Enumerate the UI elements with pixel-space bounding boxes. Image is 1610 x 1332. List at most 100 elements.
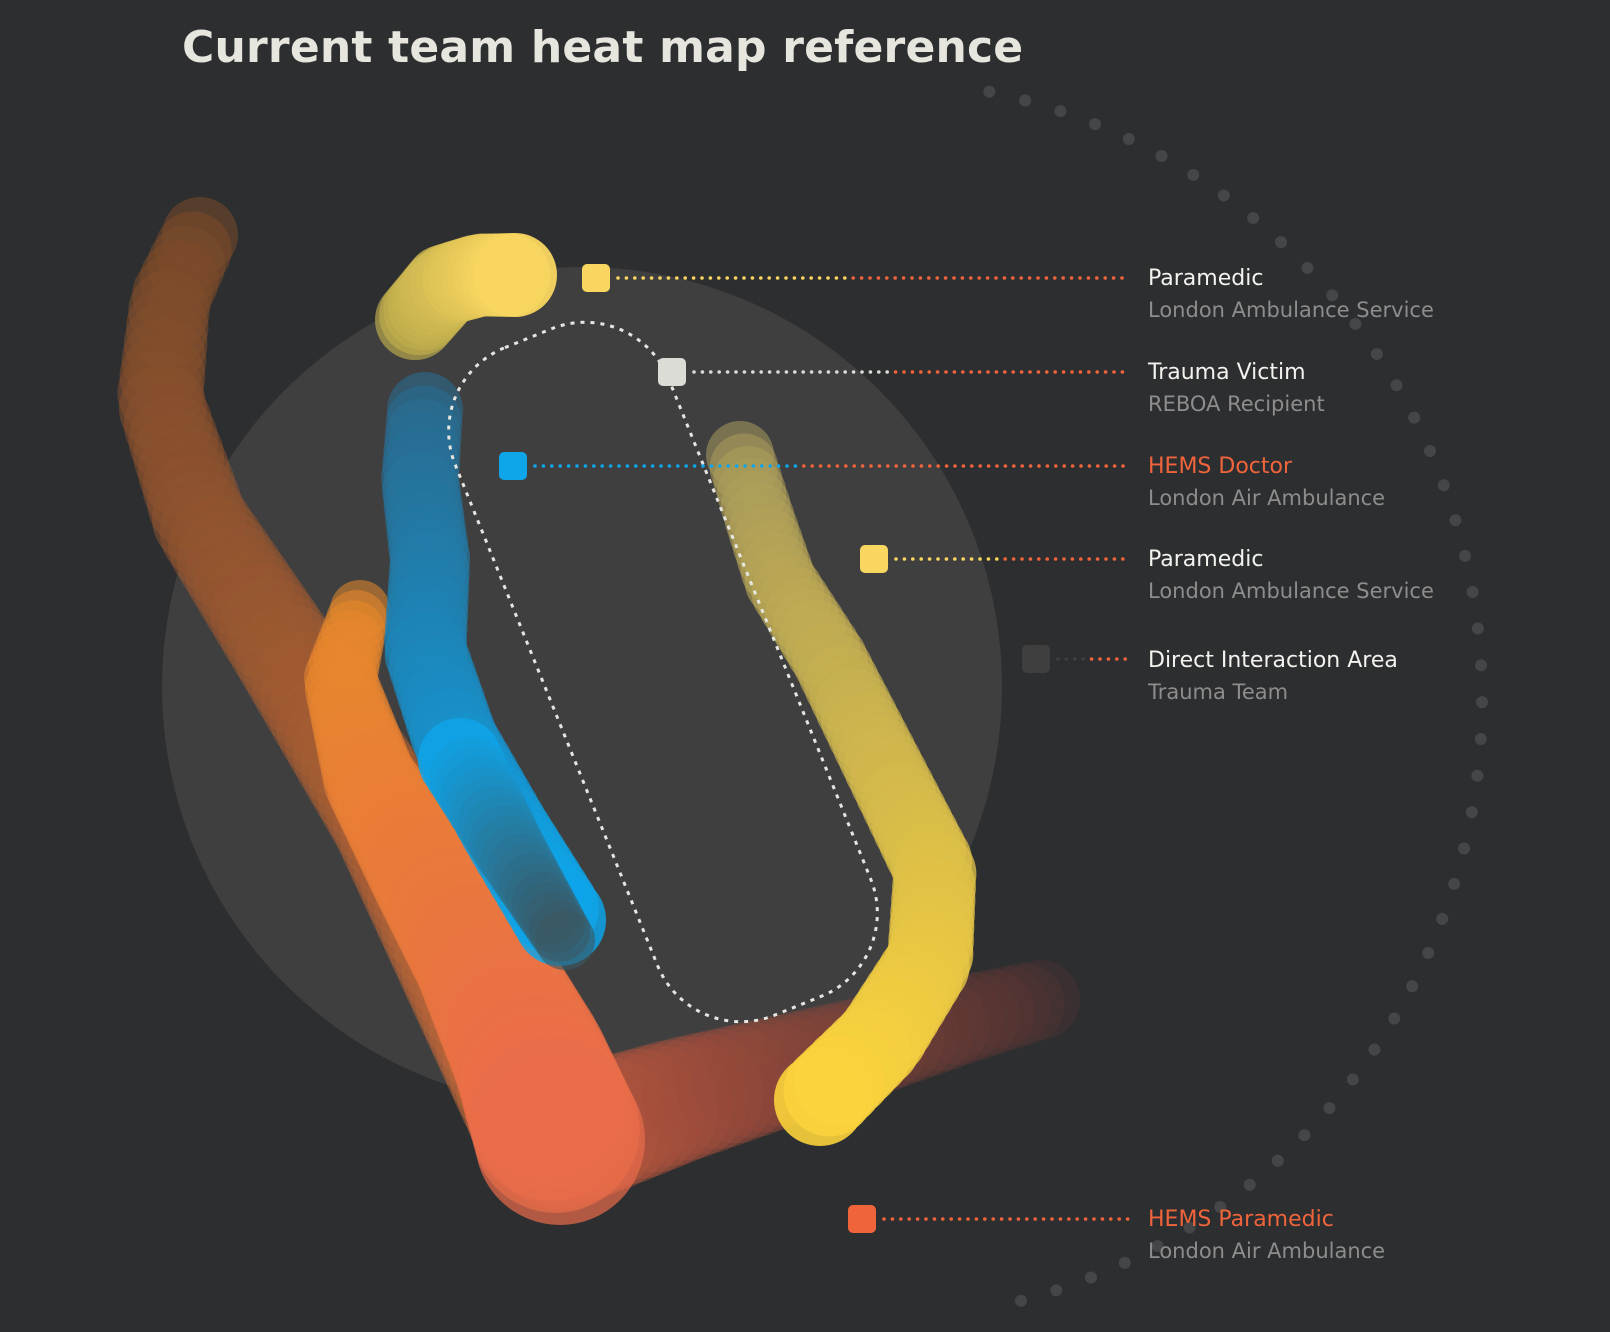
- hems-doctor-trail: [381, 372, 606, 970]
- leader-dot: [650, 464, 655, 468]
- leader-dot: [860, 370, 864, 374]
- leader-dot: [726, 464, 730, 468]
- leader-dot: [927, 557, 932, 561]
- leader-dot: [882, 1217, 886, 1221]
- arc-dot: [1014, 1294, 1027, 1307]
- leader-dot: [818, 370, 822, 374]
- leader-dot: [1019, 370, 1024, 374]
- leader-dot: [890, 1217, 895, 1221]
- leader-dot: [936, 557, 940, 561]
- swatch-square-icon: [1022, 645, 1050, 673]
- leader-dot: [558, 464, 562, 468]
- leader-dot: [1045, 557, 1049, 561]
- leader-dot: [817, 276, 822, 280]
- leader-dot: [709, 464, 714, 468]
- leader-dot: [1012, 464, 1016, 468]
- swatch-square-icon: [848, 1205, 876, 1233]
- leader-dot: [751, 370, 755, 374]
- legend-org: London Air Ambulance: [1148, 486, 1386, 510]
- arc-dot: [1436, 912, 1449, 925]
- leader-dot: [718, 464, 722, 468]
- leader-dot: [1073, 657, 1077, 661]
- leader-dot: [986, 370, 990, 374]
- leader-dot: [924, 1217, 928, 1221]
- leader-dot: [1045, 464, 1050, 468]
- arc-dot: [1349, 317, 1362, 330]
- leader-dot: [960, 276, 965, 280]
- leader-dot: [1125, 1217, 1130, 1221]
- arc-dot: [1466, 585, 1479, 598]
- swatch-square-icon: [658, 358, 686, 386]
- leader-dot: [1075, 1217, 1079, 1221]
- leader-dot: [1050, 1217, 1054, 1221]
- arc-dot: [1050, 1284, 1063, 1297]
- leader-dot: [1086, 276, 1091, 280]
- swatch-square-icon: [860, 545, 888, 573]
- room-circle: [162, 267, 1002, 1107]
- leader-dot: [910, 276, 914, 280]
- leader-dot: [733, 276, 738, 280]
- legend-swatches: [499, 264, 1050, 1233]
- legend-entry-paramedic-right: Paramedic London Ambulance Service: [1148, 545, 1588, 607]
- leader-dot: [692, 464, 697, 468]
- trail-blob: [948, 969, 1035, 1056]
- trail-blob: [965, 966, 1050, 1051]
- leader-dot: [742, 370, 747, 374]
- leader-dot: [1095, 276, 1099, 280]
- leader-dot: [1036, 370, 1041, 374]
- leader-dot: [1100, 1217, 1105, 1221]
- leader-dot: [617, 464, 621, 468]
- leader-dot: [1067, 1217, 1071, 1221]
- leader-dot: [633, 276, 637, 280]
- trail-blob: [1000, 960, 1080, 1040]
- leader-dot: [1064, 657, 1069, 661]
- arc-dot: [1271, 1154, 1284, 1167]
- legend-role: HEMS Paramedic: [1148, 1207, 1334, 1232]
- leader-dot: [625, 464, 630, 468]
- arc-dot: [1437, 479, 1450, 492]
- leader-dot: [843, 370, 847, 374]
- leader-dot: [893, 370, 898, 374]
- leader-dot: [927, 370, 931, 374]
- leader-dot: [944, 370, 948, 374]
- leader-dot: [1112, 557, 1117, 561]
- leader-dot: [1061, 370, 1066, 374]
- leader-dot: [970, 464, 974, 468]
- legend-org: London Ambulance Service: [1148, 298, 1434, 322]
- leader-dot: [1058, 1217, 1063, 1221]
- leader-dot: [983, 1217, 987, 1221]
- leader-dot: [1002, 276, 1007, 280]
- arc-dot: [1155, 149, 1168, 162]
- leader-dot: [541, 464, 546, 468]
- leader-dot: [692, 370, 696, 374]
- legend-org: London Ambulance Service: [1148, 579, 1434, 603]
- leader-dot: [717, 276, 721, 280]
- leader-dot: [634, 464, 638, 468]
- legend-org: REBOA Recipient: [1148, 392, 1325, 416]
- arc-dot: [1423, 444, 1436, 457]
- leader-dot: [1115, 657, 1119, 661]
- leader-dot: [902, 464, 907, 468]
- leader-dot: [911, 557, 915, 561]
- legend-org: Trauma Team: [1148, 680, 1289, 704]
- leader-dot: [1103, 276, 1107, 280]
- leader-dot: [1121, 464, 1125, 468]
- leader-dot: [1111, 276, 1116, 280]
- leader-dot: [1003, 464, 1008, 468]
- leader-dot: [978, 464, 982, 468]
- leader-dot: [893, 276, 897, 280]
- leader-dot: [1061, 276, 1065, 280]
- leader-dot: [616, 276, 620, 280]
- leader-dot: [869, 464, 873, 468]
- leader-dot: [1095, 370, 1099, 374]
- leader-dot: [1123, 657, 1127, 661]
- legend-role: Direct Interaction Area: [1148, 648, 1398, 673]
- leader-dot: [1087, 370, 1091, 374]
- leader-dot: [953, 557, 957, 561]
- leader-dot: [818, 464, 823, 468]
- arc-dot: [1217, 189, 1230, 202]
- arc-dot: [1471, 769, 1484, 782]
- leader-dot: [1016, 1217, 1021, 1221]
- leader-dot: [743, 464, 747, 468]
- leader-dot: [961, 370, 965, 374]
